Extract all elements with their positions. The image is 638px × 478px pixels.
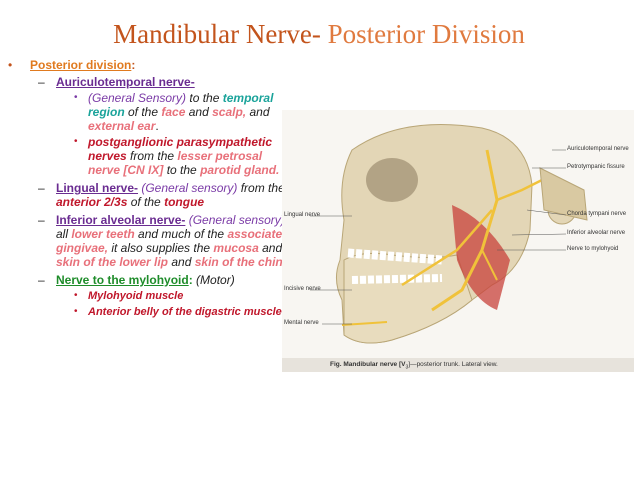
posterior-division-heading: Posterior division <box>30 58 132 72</box>
text: of the <box>124 105 162 119</box>
text: and <box>246 105 270 119</box>
text: to the <box>186 91 223 105</box>
dash-marker: – <box>38 273 45 287</box>
text: lesser petrosal nerve [CN IX] <box>88 149 263 177</box>
auriculotemporal-parasympathetic-item: • postganglionic parasympathetic nerves … <box>8 135 290 177</box>
text: face <box>161 105 186 119</box>
skull-illustration <box>310 124 588 344</box>
text: (Motor) <box>192 273 235 287</box>
caption-sub: 3 <box>405 364 409 371</box>
caption-end: ]—posterior trunk. Lateral view. <box>408 361 498 368</box>
posterior-division-item: • Posterior division: <box>8 58 290 72</box>
text: temporal region <box>88 91 274 119</box>
figure-caption: Fig. Mandibular nerve [V3]—posterior tru… <box>282 358 634 372</box>
text: skin of the chin. <box>194 255 287 269</box>
text: (General sensory) <box>185 213 285 227</box>
text: anterior 2/3s <box>56 195 128 209</box>
bullet-marker: • <box>8 58 13 72</box>
text: of the <box>127 195 165 209</box>
dash-marker: – <box>38 213 45 227</box>
lingual-item: – Lingual nerve- (General sensory) from … <box>8 181 290 209</box>
inferior-alveolar-heading: Inferior alveolar nerve- <box>56 213 186 227</box>
mylohyoid-item: – Nerve to the mylohyoid: (Motor) <box>8 273 290 287</box>
lingual-heading: Lingual nerve- <box>56 181 139 195</box>
text: from the <box>237 181 285 195</box>
text: General Sensory) <box>92 91 187 105</box>
label-incisive: Incisive nerve <box>284 286 321 292</box>
text: associated gingivae, <box>56 227 290 255</box>
text: all <box>56 227 72 241</box>
text: from the <box>126 149 178 163</box>
heading-colon: : <box>131 58 136 72</box>
label-chorda: Chorda tympani nerve <box>567 211 627 217</box>
text: . <box>155 119 159 133</box>
title-main: Mandibular Nerve- <box>113 19 328 49</box>
text: and <box>168 255 195 269</box>
text: it also supplies the <box>108 241 214 255</box>
text: ( <box>88 91 92 105</box>
bullet-marker: • <box>74 92 78 103</box>
text: lower teeth <box>71 227 135 241</box>
dash-marker: – <box>38 75 45 89</box>
label-petrotympanic: Petrotympanic fissure <box>567 164 625 170</box>
text: skin of the lower lip <box>56 255 169 269</box>
dash-marker: – <box>38 181 45 195</box>
anatomy-figure: Auriculotemporal nerve Petrotympanic fis… <box>282 110 634 372</box>
text: postganglionic parasympathetic nerves <box>88 135 273 163</box>
digastric-item: • Anterior belly of the digastric muscle… <box>8 305 290 319</box>
text: Anterior belly of the digastric muscle. <box>88 306 285 318</box>
mylohyoid-heading: Nerve to the mylohyoid <box>56 273 189 287</box>
mylohyoid-muscle-item: • Mylohyoid muscle <box>8 289 290 303</box>
text: external ear <box>88 119 156 133</box>
text: and <box>185 105 213 119</box>
label-inferior-alveolar: Inferior alveolar nerve <box>567 230 626 236</box>
slide-title: Mandibular Nerve- Posterior Division <box>0 18 638 50</box>
text: and <box>258 241 283 255</box>
label-lingual: Lingual nerve <box>284 212 321 218</box>
inferior-alveolar-item: – Inferior alveolar nerve- (General sens… <box>8 213 290 269</box>
text: (General sensory) <box>138 181 238 195</box>
bullet-marker: • <box>74 136 78 147</box>
bullet-marker: • <box>74 290 78 301</box>
auriculotemporal-item: – Auriculotemporal nerve- <box>8 75 290 89</box>
caption-bold: Fig. Mandibular nerve [V <box>330 361 406 368</box>
label-auriculotemporal: Auriculotemporal nerve <box>567 146 629 152</box>
title-sub: Posterior Division <box>327 19 525 49</box>
text: Mylohyoid muscle <box>88 290 184 302</box>
bullet-marker: • <box>74 306 78 317</box>
auriculotemporal-heading: Auriculotemporal nerve- <box>56 75 195 89</box>
text: : <box>188 273 193 287</box>
text: and much of the <box>134 227 228 241</box>
text: to the <box>163 163 201 177</box>
text: tongue <box>164 195 205 209</box>
text: scalp, <box>212 105 247 119</box>
slide-content: • Posterior division: – Auriculotemporal… <box>8 58 290 319</box>
text: parotid gland. <box>200 163 280 177</box>
label-mylohyoid: Nerve to mylohyoid <box>567 246 619 252</box>
auriculotemporal-sensory-item: • (General Sensory) to the temporal regi… <box>8 91 290 133</box>
text: mucosa <box>213 241 259 255</box>
label-mental: Mental nerve <box>284 320 319 326</box>
